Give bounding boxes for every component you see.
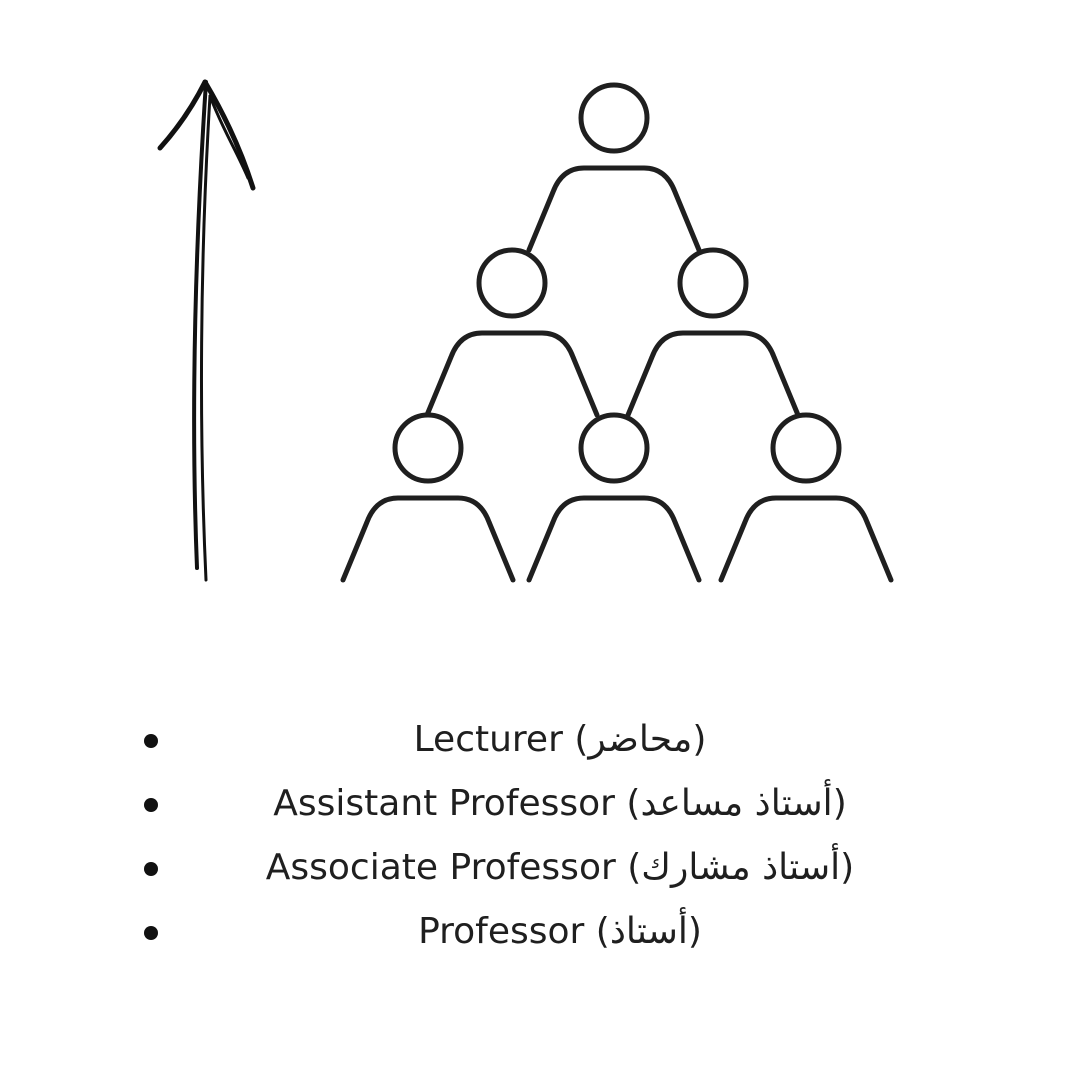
person-middle-left-icon	[424, 330, 600, 418]
person-head	[578, 82, 650, 154]
person-body	[526, 165, 702, 253]
upward-arrow-icon	[157, 79, 256, 582]
hierarchy-figure	[157, 79, 894, 583]
person-body	[718, 495, 894, 583]
rank-item-lecturer: Lecturer (محاضر)	[130, 708, 950, 772]
rank-english: Associate Professor	[265, 847, 616, 888]
bullet-point	[144, 926, 158, 940]
person-head	[677, 247, 749, 319]
rank-arabic: محاضر	[588, 719, 693, 760]
rank-english: Professor	[418, 911, 585, 952]
person-head	[392, 412, 464, 484]
person-bottom-right-icon	[718, 495, 894, 583]
person-bottom-center-icon	[526, 495, 702, 583]
academic-rank-list: Lecturer (محاضر) Assistant Professor (أس…	[130, 708, 950, 964]
person-body	[424, 330, 600, 418]
person-head	[476, 247, 548, 319]
person-head	[770, 412, 842, 484]
person-middle-right-icon	[625, 330, 801, 418]
bullet-point	[144, 798, 158, 812]
rank-english: Assistant Professor	[273, 783, 615, 824]
person-body	[526, 495, 702, 583]
rank-arabic: أستاذ	[609, 911, 688, 952]
bullet-point	[144, 734, 158, 748]
rank-item-associate-professor: Associate Professor (أستاذ مشارك)	[130, 836, 950, 900]
rank-arabic: أستاذ مشارك	[641, 847, 841, 888]
person-body	[625, 330, 801, 418]
person-body	[340, 495, 516, 583]
rank-item-assistant-professor: Assistant Professor (أستاذ مساعد)	[130, 772, 950, 836]
people-pyramid-icon	[340, 82, 894, 583]
person-bottom-left-icon	[340, 495, 516, 583]
person-top-icon	[526, 165, 702, 253]
bullet-point	[144, 862, 158, 876]
rank-item-professor: Professor (أستاذ)	[130, 900, 950, 964]
rank-arabic: أستاذ مساعد	[640, 783, 833, 824]
rank-english: Lecturer	[413, 719, 563, 760]
person-head	[578, 412, 650, 484]
